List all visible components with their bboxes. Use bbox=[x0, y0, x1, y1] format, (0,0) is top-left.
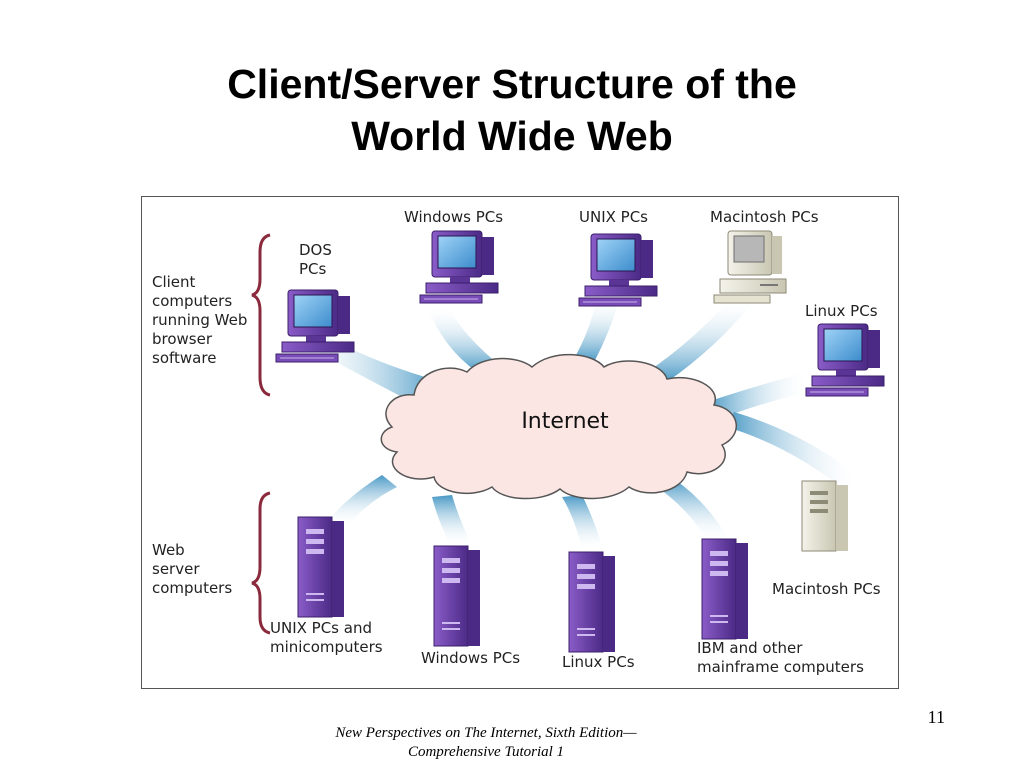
footer-line-1: New Perspectives on The Internet, Sixth … bbox=[335, 725, 637, 741]
connection-beams bbox=[292, 297, 860, 552]
diagram-artwork bbox=[251, 230, 885, 653]
macintosh-pc-label: Macintosh PCs bbox=[710, 208, 819, 226]
slide-footer: New Perspectives on The Internet, Sixth … bbox=[290, 724, 682, 762]
ibm-server-label-line: IBM and other bbox=[697, 639, 803, 657]
ibm-mainframe-icon bbox=[701, 538, 749, 640]
dos-pc-label-line: PCs bbox=[299, 260, 327, 278]
server-group-line: computers bbox=[152, 579, 233, 597]
linux-pc-icon bbox=[805, 323, 885, 397]
unix-pc-icon bbox=[578, 233, 658, 307]
macintosh-server-icon bbox=[801, 480, 849, 552]
windows-server-label: Windows PCs bbox=[421, 649, 521, 667]
unix-server-label-line: UNIX PCs and bbox=[270, 619, 372, 637]
macintosh-server-label: Macintosh PCs bbox=[772, 580, 881, 598]
unix-server-label: UNIX PCs and minicomputers bbox=[270, 619, 383, 657]
client-server-diagram: Internet Client computers running Web br… bbox=[141, 196, 899, 689]
server-group-label: Web server computers bbox=[152, 541, 232, 598]
internet-cloud-shape bbox=[380, 353, 738, 500]
slide-title-line-2: World Wide Web bbox=[351, 113, 673, 159]
client-group-line: Client bbox=[152, 273, 196, 291]
client-group-label: Client computers running Web browser sof… bbox=[152, 273, 247, 368]
client-group-line: computers bbox=[152, 292, 233, 310]
page-number: 11 bbox=[927, 707, 945, 727]
footer-line-2: Comprehensive Tutorial 1 bbox=[407, 744, 565, 760]
server-group-line: Web bbox=[152, 541, 185, 559]
client-group-brace bbox=[251, 233, 271, 397]
client-group-line: running Web bbox=[152, 311, 248, 329]
ibm-server-label-line: mainframe computers bbox=[697, 658, 864, 676]
ibm-server-label: IBM and other mainframe computers bbox=[697, 639, 864, 677]
server-group-brace bbox=[251, 491, 271, 635]
macintosh-pc-icon bbox=[713, 230, 787, 304]
slide-title: Client/Server Structure of the World Wid… bbox=[0, 58, 1024, 162]
windows-server-icon bbox=[433, 545, 481, 647]
linux-server-icon bbox=[568, 551, 616, 653]
windows-pc-label: Windows PCs bbox=[404, 208, 504, 226]
unix-server-label-line: minicomputers bbox=[270, 638, 383, 656]
unix-pc-label: UNIX PCs bbox=[579, 208, 649, 226]
unix-server-icon bbox=[297, 516, 345, 618]
linux-server-label: Linux PCs bbox=[562, 653, 635, 671]
client-group-line: browser bbox=[152, 330, 213, 348]
server-group-line: server bbox=[152, 560, 200, 578]
slide-title-line-1: Client/Server Structure of the bbox=[227, 61, 797, 107]
internet-label: Internet bbox=[521, 409, 609, 434]
linux-pc-label: Linux PCs bbox=[805, 302, 878, 320]
dos-pc-icon bbox=[275, 289, 355, 363]
dos-pc-label: DOS PCs bbox=[299, 241, 332, 279]
dos-pc-label-line: DOS bbox=[299, 241, 332, 259]
client-group-line: software bbox=[152, 349, 217, 367]
windows-pc-icon bbox=[419, 230, 499, 304]
